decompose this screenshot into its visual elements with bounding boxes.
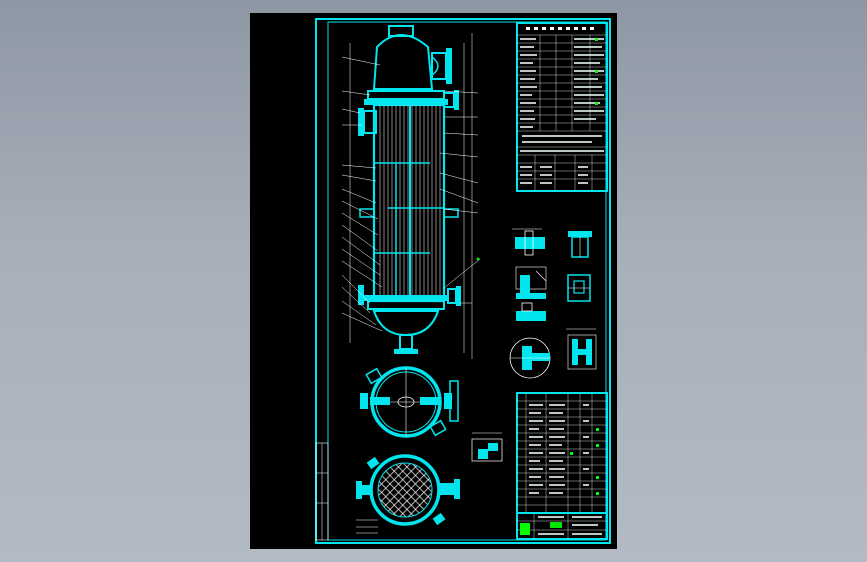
lower-tubesheet bbox=[367, 300, 445, 310]
leader-lines-left bbox=[341, 43, 383, 343]
drawing-sheet bbox=[250, 13, 617, 549]
top-head bbox=[372, 34, 434, 90]
detail-flange-1 bbox=[512, 228, 545, 256]
outer-frame bbox=[315, 18, 611, 544]
support-lug-right bbox=[443, 208, 459, 218]
upper-tubesheet bbox=[367, 90, 445, 100]
bottom-drain-nozzle bbox=[399, 334, 413, 350]
detail-plate-8 bbox=[471, 432, 503, 462]
detail-gasket-5 bbox=[516, 302, 546, 321]
tube-sheet-section-view bbox=[356, 454, 460, 534]
baffles bbox=[374, 105, 444, 301]
technical-data-table bbox=[516, 22, 608, 192]
exchanger-elevation-view bbox=[341, 25, 481, 359]
tube-bundle bbox=[379, 105, 441, 301]
top-vent-nozzle bbox=[388, 25, 414, 37]
lower-flange bbox=[364, 295, 448, 301]
inner-frame bbox=[327, 21, 607, 541]
upper-flange bbox=[364, 99, 448, 105]
detail-joint-4 bbox=[567, 274, 591, 302]
bottom-head bbox=[372, 310, 440, 337]
leader-lines-right bbox=[439, 33, 481, 359]
title-block bbox=[516, 512, 608, 540]
top-section-view bbox=[360, 366, 459, 438]
detail-callout-6 bbox=[509, 337, 551, 379]
detail-tubesheet-3 bbox=[515, 266, 547, 299]
parts-list-table bbox=[516, 392, 608, 514]
top-outlet-flange bbox=[446, 48, 452, 84]
top-outlet-nozzle bbox=[431, 52, 447, 80]
green-mark bbox=[520, 523, 530, 535]
cad-drawing bbox=[315, 18, 611, 544]
support-lug-left bbox=[359, 208, 375, 218]
detail-weld-2 bbox=[568, 231, 592, 258]
detail-nozzle-7 bbox=[566, 328, 597, 370]
detail-views bbox=[471, 228, 597, 462]
